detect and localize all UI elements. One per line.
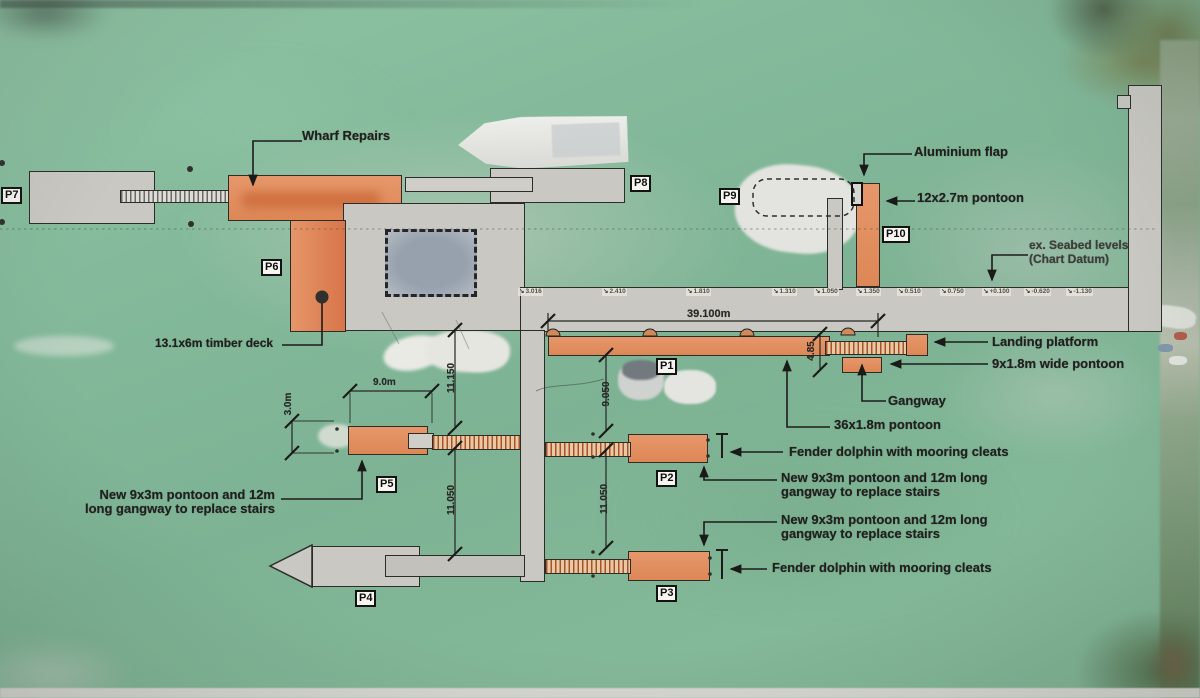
dimension-ticks — [284, 313, 886, 562]
marker-p6: P6 — [261, 259, 283, 276]
new-pontoon-p3-label-line2: gangway to replace stairs — [781, 526, 940, 541]
seabed-level-value: 1.310 — [772, 288, 797, 296]
dim-p1-to-p2: 9.050 — [601, 381, 612, 407]
marker-p3: P3 — [656, 585, 678, 602]
sail-masts — [381, 311, 605, 392]
seabed-level-value: 3.016 — [518, 288, 543, 296]
marker-p5: P5 — [376, 476, 398, 493]
boat — [425, 330, 510, 372]
timber-deck-marker-dot — [315, 290, 329, 304]
fender-dolphin-north-label: Fender dolphin with mooring cleats — [789, 444, 1009, 459]
new-pontoon-p2-label-line1: New 9x3m pontoon and 12m long — [781, 470, 988, 485]
marker-p4: P4 — [355, 590, 377, 607]
seabed-level-value: -0.620 — [1024, 288, 1051, 296]
dim-landing-width: 4.85 — [806, 341, 817, 361]
moored-boat-outline — [752, 178, 855, 217]
p2-pontoon — [628, 434, 708, 463]
new-pontoon-p3-label-line1: New 9x3m pontoon and 12m long — [781, 512, 988, 527]
marker-p2: P2 — [656, 470, 678, 487]
seabed-level-value: 1.810 — [686, 288, 711, 296]
pontoon-36x18-label: 36x1.8m pontoon — [834, 417, 941, 432]
p5-gangway — [432, 435, 521, 450]
dim-p5-height: 3.0m — [283, 392, 294, 416]
seabed-level-value: 0.750 — [940, 288, 965, 296]
pontoon-9x18-label: 9x1.8m wide pontoon — [992, 356, 1125, 371]
timber-deck-label: 13.1x6m timber deck — [155, 336, 274, 350]
new-pontoon-p5-label-line1: New 9x3m pontoon and 12m — [99, 487, 275, 502]
dimension-lines — [291, 313, 879, 554]
boat — [664, 370, 716, 404]
seabed-level-value: +0.100 — [982, 288, 1011, 296]
new-pontoon-p2-label-line2: gangway to replace stairs — [781, 484, 940, 499]
seabed-levels-label-line2: (Chart Datum) — [1029, 252, 1109, 266]
landing-platform — [906, 334, 928, 356]
p3-gangway — [545, 559, 631, 574]
marker-p7: P7 — [1, 187, 23, 204]
dim-overall-length: 39.100m — [687, 308, 731, 320]
marker-p8: P8 — [630, 175, 652, 192]
seabed-level-value: 2.410 — [602, 288, 627, 296]
seabed-level-value: -1.130 — [1066, 288, 1093, 296]
seabed-level-value: 1.050 — [814, 288, 839, 296]
seabed-level-value: 0.510 — [897, 288, 922, 296]
marker-p10: P10 — [882, 226, 910, 243]
dim-p5-to-p4: 11.050 — [446, 484, 457, 516]
new-pontoon-p5-label: New 9x3m pontoon and 12m long gangway to… — [55, 488, 275, 516]
fender-dolphin-symbols — [716, 433, 728, 579]
mooring-cleats — [545, 327, 856, 337]
aluminium-flap-label: Aluminium flap — [914, 144, 1008, 159]
new-pontoon-p5-label-line2: long gangway to replace stairs — [85, 501, 275, 516]
dim-p5-width: 9.0m — [373, 377, 396, 388]
dim-platform-to-p5: 11.150 — [446, 362, 457, 394]
landing-platform-label: Landing platform — [992, 334, 1099, 349]
dim-p2-to-p3: 11.050 — [599, 483, 610, 515]
gangway-label: Gangway — [888, 393, 946, 408]
p3-pontoon — [628, 551, 710, 581]
wharf-repairs-south-wing — [290, 220, 346, 332]
fender-dolphin-south-label: Fender dolphin with mooring cleats — [772, 560, 992, 575]
seabed-levels-label-line1: ex. Seabed levels — [1029, 238, 1129, 252]
seabed-level-value: 1.350 — [856, 288, 881, 296]
wharf-repairs-label: Wharf Repairs — [302, 128, 391, 143]
marker-p9: P9 — [719, 188, 741, 205]
central-walkway — [520, 330, 545, 582]
mooring-piles — [0, 160, 712, 578]
marker-p1: P1 — [656, 358, 678, 375]
covered-deck-outline — [385, 229, 477, 297]
boat-canopy — [621, 360, 661, 380]
pontoon-12x27-label: 12x2.7m pontoon — [917, 190, 1024, 205]
p8-gangway — [405, 177, 533, 192]
p4-pontoon-bow — [268, 543, 313, 589]
leader-lines — [248, 140, 1028, 574]
